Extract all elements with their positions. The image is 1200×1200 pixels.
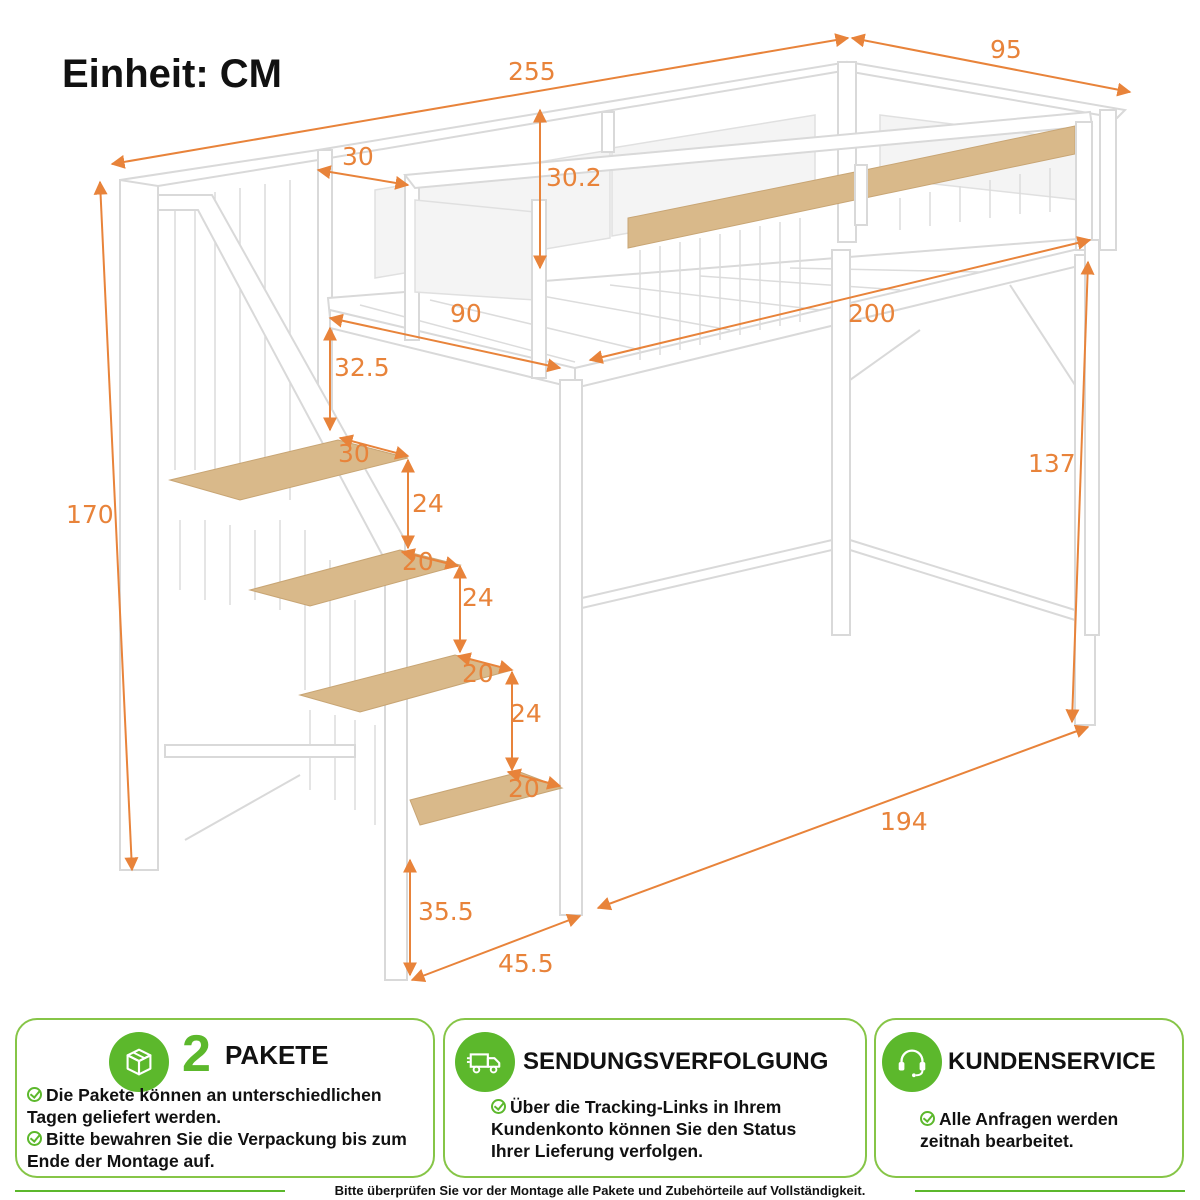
dim-bed-clearance: 137	[1028, 449, 1076, 478]
dim-guard-rail-gap: 30	[342, 142, 374, 171]
delivery-truck-icon	[455, 1032, 515, 1092]
dim-stair-depth: 90	[450, 299, 482, 328]
dim-step3-depth: 20	[462, 659, 494, 688]
service-card: KUNDENSERVICE Alle Anfragen werden zeitn…	[874, 1018, 1184, 1178]
dimension-labels: 255 95 30 30.2 90 200 32.5 30 24 20 24 2…	[66, 35, 1076, 978]
dim-stair-width: 45.5	[498, 949, 554, 978]
dim-total-height: 170	[66, 500, 114, 529]
dim-step-height-1: 24	[412, 489, 444, 518]
packages-item-2: Bitte bewahren Sie die Verpackung bis zu…	[27, 1129, 407, 1171]
dim-mattress-length: 200	[848, 299, 896, 328]
dim-step1-depth: 30	[338, 439, 370, 468]
dim-bottom-step-height: 35.5	[418, 897, 474, 926]
bed-frame	[119, 60, 1128, 981]
dim-rail-to-first-step: 32.5	[334, 353, 390, 382]
dim-floor-length: 194	[880, 807, 928, 836]
service-title: KUNDENSERVICE	[948, 1048, 1156, 1075]
tracking-card: SENDUNGSVERFOLGUNG Über die Tracking-Lin…	[443, 1018, 867, 1178]
headset-icon	[882, 1032, 942, 1092]
tracking-title: SENDUNGSVERFOLGUNG	[523, 1048, 829, 1075]
packages-title: PAKETE	[225, 1040, 329, 1070]
packages-item-1: Die Pakete können an unterschiedlichen T…	[27, 1085, 382, 1127]
packages-count: 2	[182, 1025, 211, 1083]
dim-total-width: 95	[990, 35, 1022, 64]
footer-line-left	[15, 1190, 285, 1192]
footer-note: Bitte überprüfen Sie vor der Montage all…	[326, 1183, 874, 1198]
check-icon	[27, 1087, 42, 1102]
service-item-1: Alle Anfragen werden zeitnah bearbeitet.	[920, 1109, 1119, 1151]
check-icon	[920, 1111, 935, 1126]
dim-step2-depth: 20	[402, 547, 434, 576]
footer: Bitte überprüfen Sie vor der Montage all…	[0, 1180, 1200, 1200]
footer-line-right	[915, 1190, 1185, 1192]
dim-total-length: 255	[508, 57, 556, 86]
packages-card: 2 PAKETE Die Pakete können an unterschie…	[15, 1018, 435, 1178]
check-icon	[27, 1131, 42, 1146]
tracking-item-1: Über die Tracking-Links in Ihrem Kundenk…	[491, 1097, 797, 1161]
dimension-lines	[93, 33, 1132, 983]
package-box-icon	[109, 1032, 169, 1092]
loft-bed-dimension-diagram: 255 95 30 30.2 90 200 32.5 30 24 20 24 2…	[66, 33, 1132, 983]
dim-step4-depth: 20	[508, 774, 540, 803]
dim-step-height-3: 24	[510, 699, 542, 728]
dim-step-height-2: 24	[462, 583, 494, 612]
check-icon	[491, 1099, 506, 1114]
dim-guard-rail-height: 30.2	[546, 163, 602, 192]
